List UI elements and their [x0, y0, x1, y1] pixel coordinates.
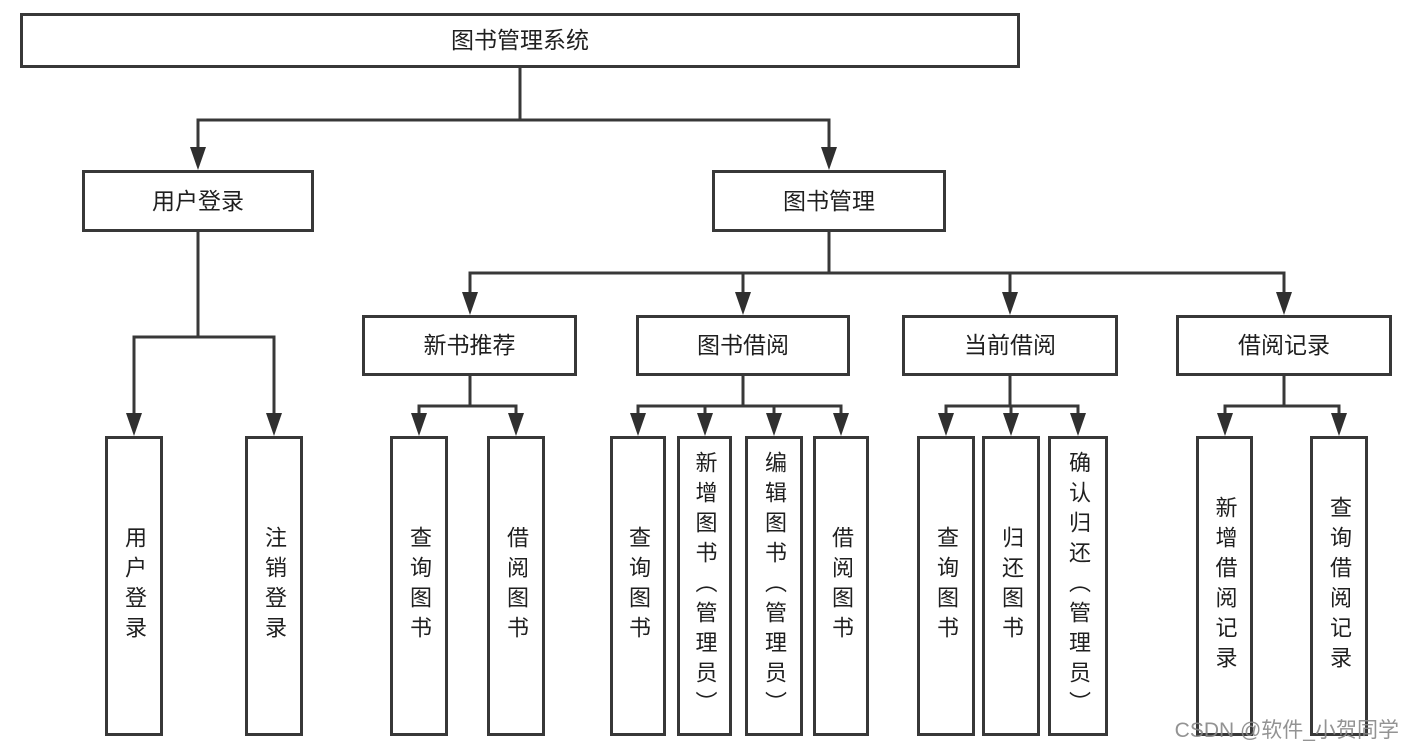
node-library-management-system: 图书管理系统 [20, 13, 1020, 68]
edge-book-borrowing-to-leaves [636, 376, 843, 416]
leaf-records-query-record: 查询借阅记录 [1310, 436, 1368, 736]
leaf-borrowing-query-books: 查询图书 [610, 436, 666, 736]
node-label: 图书管理系统 [451, 27, 589, 53]
edge-borrowing-records-to-leaves [1223, 376, 1341, 416]
node-book-borrowing: 图书借阅 [636, 315, 850, 376]
leaf-user-login: 用户登录 [105, 436, 163, 736]
leaf-current-confirm-return-admin: 确认归还（管理员） [1048, 436, 1108, 736]
node-user-login: 用户登录 [82, 170, 314, 232]
leaf-recommend-query-books: 查询图书 [390, 436, 448, 736]
node-label: 确认归还（管理员） [1066, 451, 1091, 721]
arrowheads [126, 147, 1347, 436]
node-label: 图书管理 [783, 187, 875, 214]
node-label: 归还图书 [999, 526, 1024, 646]
leaf-borrowing-add-books-admin: 新增图书（管理员） [677, 436, 732, 736]
edge-root-to-level2 [196, 68, 831, 150]
node-current-borrowing: 当前借阅 [902, 315, 1118, 376]
edge-user-login-to-leaves [132, 231, 276, 416]
csdn-watermark: CSDN @软件_小贺同学 [1174, 719, 1399, 742]
node-label: 用户登录 [122, 526, 147, 646]
node-label: 当前借阅 [964, 332, 1056, 358]
leaf-current-return-books: 归还图书 [982, 436, 1040, 736]
node-label: 查询图书 [626, 526, 651, 646]
node-label: 新书推荐 [423, 332, 516, 358]
node-label: 借阅记录 [1238, 332, 1330, 358]
leaf-logout: 注销登录 [245, 436, 303, 736]
leaf-records-add-record: 新增借阅记录 [1196, 436, 1253, 736]
node-borrowing-records: 借阅记录 [1176, 315, 1392, 376]
leaf-borrowing-edit-books-admin: 编辑图书（管理员） [745, 436, 803, 736]
node-label: 用户登录 [152, 187, 244, 214]
node-label: 新增借阅记录 [1212, 496, 1238, 676]
node-label: 图书借阅 [697, 332, 789, 358]
node-label: 新增图书（管理员） [692, 451, 718, 721]
node-label: 查询图书 [934, 526, 959, 646]
node-label: 查询借阅记录 [1327, 496, 1352, 676]
node-book-management: 图书管理 [712, 170, 946, 232]
node-label: 注销登录 [262, 526, 287, 646]
edge-book-mgmt-to-level3 [468, 231, 1286, 295]
node-label: 编辑图书（管理员） [762, 451, 787, 721]
edge-current-borrowing-to-leaves [944, 376, 1080, 416]
leaf-borrowing-borrow-books: 借阅图书 [813, 436, 869, 736]
edge-new-book-recommend-to-leaves [417, 376, 518, 416]
leaf-current-query-books: 查询图书 [917, 436, 975, 736]
node-label: 借阅图书 [829, 526, 854, 646]
node-label: 借阅图书 [504, 526, 529, 646]
leaf-recommend-borrow-books: 借阅图书 [487, 436, 545, 736]
node-label: 查询图书 [407, 526, 432, 646]
node-new-book-recommend: 新书推荐 [362, 315, 577, 376]
